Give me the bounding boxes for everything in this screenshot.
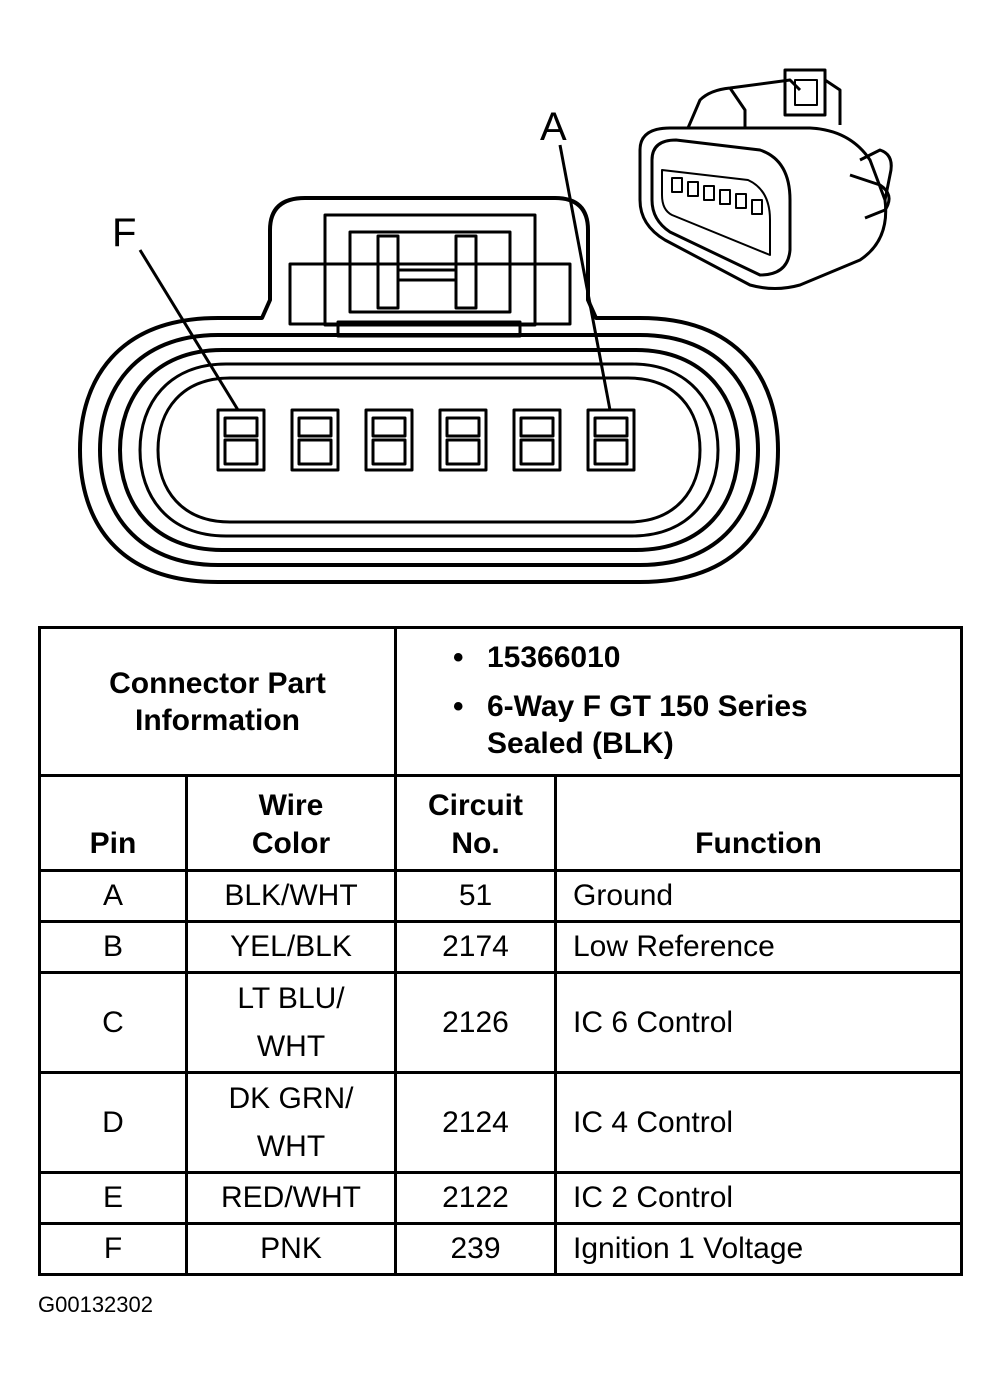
table-row: D DK GRN/ WHT 2124 IC 4 Control [38, 1071, 963, 1174]
connector-part-info-header: Connector Part Information [38, 626, 397, 777]
circuit-cell: 2122 [394, 1171, 557, 1225]
table-row: A BLK/WHT 51 Ground [38, 869, 963, 923]
wire-color-cell: YEL/BLK [185, 920, 397, 974]
pin-cell: E [38, 1171, 188, 1225]
part-number-item: •15366010 [453, 641, 621, 674]
connector-face-icon [78, 144, 780, 584]
function-cell: IC 2 Control [554, 1171, 963, 1225]
circuit-cell: 2126 [394, 971, 557, 1074]
wire-color-cell: PNK [185, 1222, 397, 1276]
pin-label-f: F [112, 211, 136, 255]
wire-color-cell: BLK/WHT [185, 869, 397, 923]
table-row: B YEL/BLK 2174 Low Reference [38, 920, 963, 974]
pin-label-a: A [540, 105, 567, 149]
pin-cell: D [38, 1071, 188, 1174]
table-row: C LT BLU/ WHT 2126 IC 6 Control [38, 971, 963, 1074]
function-cell: Ground [554, 869, 963, 923]
connector-diagram: F A [78, 68, 893, 584]
wire-color-cell: RED/WHT [185, 1171, 397, 1225]
circuit-cell: 2124 [394, 1071, 557, 1174]
circuit-cell: 239 [394, 1222, 557, 1276]
connector-part-info-values: •15366010 •6-Way F GT 150 Series Sealed … [394, 626, 963, 777]
table-row: E RED/WHT 2122 IC 2 Control [38, 1171, 963, 1225]
function-cell: IC 4 Control [554, 1071, 963, 1174]
pin-cell: B [38, 920, 188, 974]
wire-color-cell: LT BLU/ WHT [185, 971, 397, 1074]
connector-3d-icon [638, 68, 893, 290]
circuit-cell: 51 [394, 869, 557, 923]
part-description-item: •6-Way F GT 150 Series Sealed (BLK) [453, 690, 808, 760]
function-cell: Low Reference [554, 920, 963, 974]
column-header-wire-color: Wire Color [185, 774, 397, 872]
circuit-cell: 2174 [394, 920, 557, 974]
figure-code: G00132302 [38, 1292, 153, 1317]
wire-color-cell: DK GRN/ WHT [185, 1071, 397, 1174]
column-header-function: Function [554, 774, 963, 872]
pin-cell: A [38, 869, 188, 923]
function-cell: Ignition 1 Voltage [554, 1222, 963, 1276]
column-header-pin: Pin [38, 774, 188, 872]
column-header-circuit-no: Circuit No. [394, 774, 557, 872]
table-row: F PNK 239 Ignition 1 Voltage [38, 1222, 963, 1276]
function-cell: IC 6 Control [554, 971, 963, 1074]
pin-cell: F [38, 1222, 188, 1276]
pin-cell: C [38, 971, 188, 1074]
connector-info-table: Connector Part Information •15366010 •6-… [38, 626, 963, 1276]
